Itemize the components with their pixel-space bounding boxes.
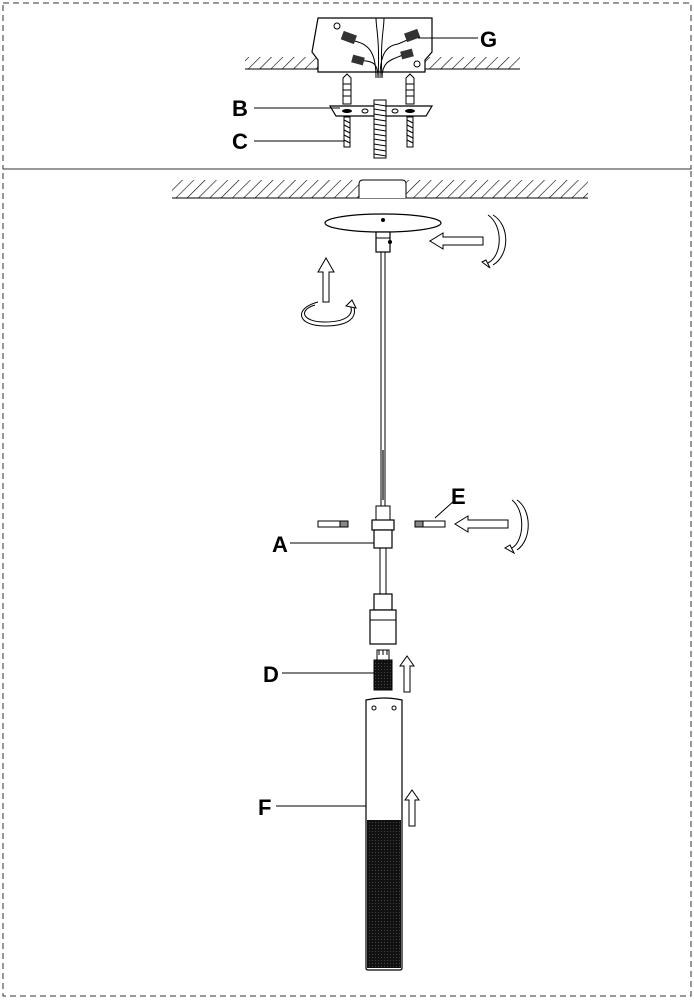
set-screws-e	[317, 520, 446, 528]
push-arrow-canopy	[428, 232, 484, 250]
label-d: D	[263, 662, 279, 687]
wall-anchors	[342, 73, 415, 105]
label-a: A	[272, 532, 288, 557]
rotate-arrow-cable	[301, 299, 357, 327]
cable-grip	[375, 231, 392, 253]
rotate-arrow-canopy	[481, 214, 507, 269]
lower-cable	[379, 548, 387, 594]
height-adjuster-a	[371, 505, 395, 549]
label-f: F	[258, 795, 271, 820]
wires	[344, 17, 413, 79]
ceiling	[172, 179, 588, 199]
label-g: G	[480, 27, 497, 52]
label-b: B	[232, 96, 248, 121]
cable-sleeve	[373, 99, 387, 159]
ceiling-canopy	[324, 213, 442, 233]
lamp-shade-f	[365, 697, 403, 971]
lamp-holder	[369, 593, 397, 645]
wire-connector-g	[340, 28, 421, 66]
push-arrow-screw	[454, 515, 509, 533]
up-arrow-shade	[404, 789, 420, 827]
screws-c	[343, 116, 414, 148]
detail-frame	[2, 2, 692, 170]
label-c: C	[232, 129, 248, 154]
up-arrow-bulb	[399, 655, 415, 693]
junction-box	[311, 17, 433, 73]
detail-ceiling-hatch	[245, 57, 520, 70]
leader-lines-top	[254, 37, 478, 142]
rotate-arrow-screw	[504, 499, 529, 555]
suspension-cable	[380, 252, 386, 506]
bulb-d	[373, 649, 393, 691]
main-frame	[2, 168, 692, 997]
label-e: E	[451, 484, 466, 509]
up-arrow-cable	[317, 256, 335, 303]
leader-lines-main	[276, 499, 456, 807]
